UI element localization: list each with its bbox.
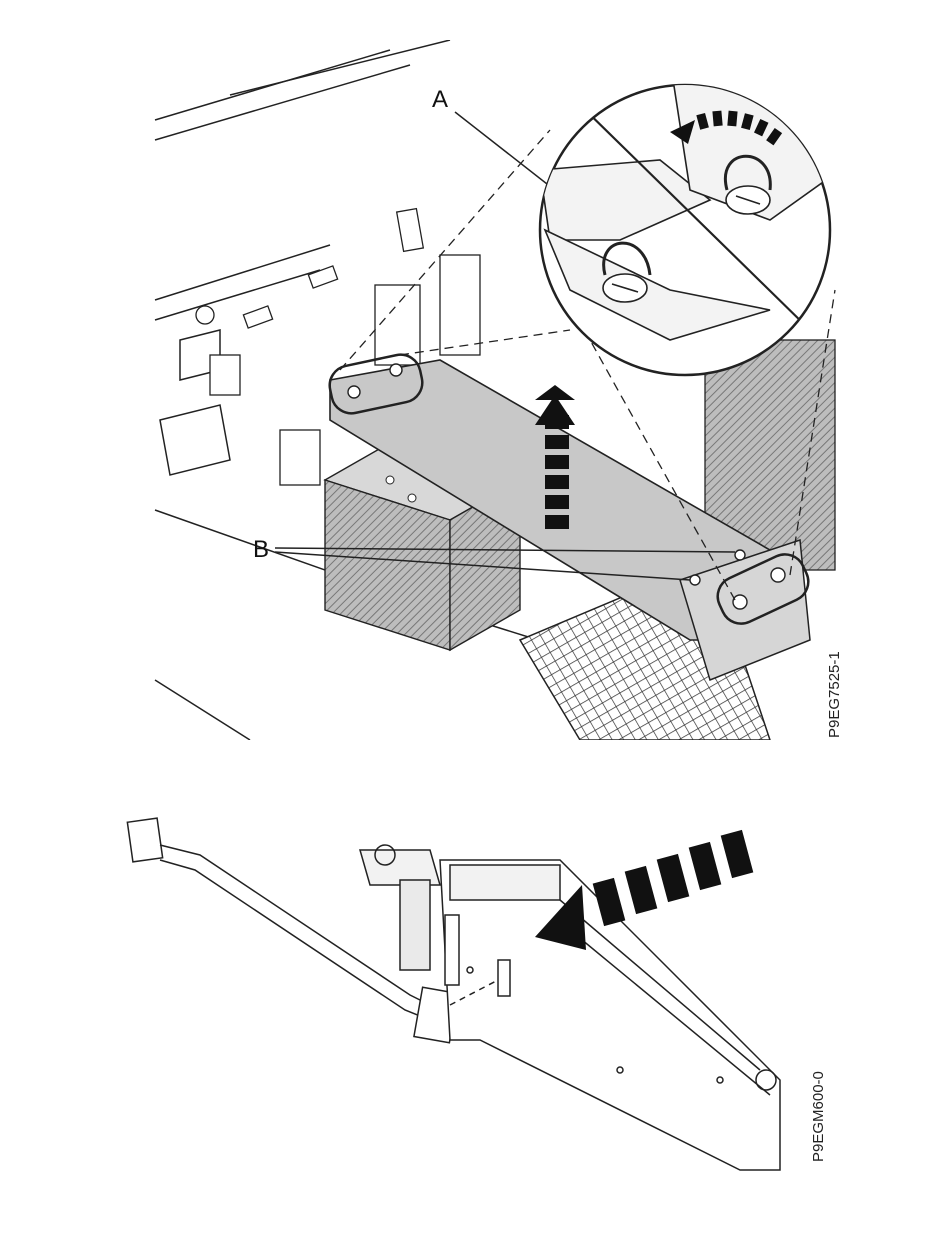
- server-chassis-drawing: [150, 40, 850, 740]
- figure-id-top: P9EG7525-1: [826, 651, 843, 738]
- bottom-illustration: [120, 790, 840, 1180]
- figure-id-bottom: P9EGM600-0: [810, 1071, 827, 1162]
- magnifier-detail: [540, 60, 840, 375]
- callout-b-label: B: [253, 536, 269, 564]
- top-illustration: [150, 40, 850, 740]
- riser-cable-drawing: [120, 790, 840, 1180]
- callout-a-label: A: [432, 86, 448, 114]
